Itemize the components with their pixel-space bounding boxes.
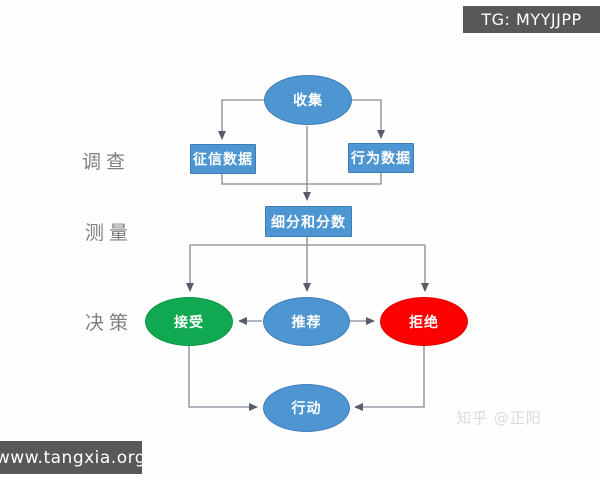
node-action-label: 行动 bbox=[291, 401, 322, 417]
stage-label-decision: 决策 bbox=[85, 312, 134, 334]
node-recommend: 推荐 bbox=[263, 297, 350, 346]
node-segment-score-label: 细分和分数 bbox=[271, 214, 346, 231]
node-behavior-data: 行为数据 bbox=[348, 143, 414, 173]
telegram-watermark-badge: TG: MYYJJPP bbox=[463, 6, 600, 33]
site-url-badge: www.tangxia.org bbox=[0, 441, 146, 474]
zhihu-author-watermark: 知乎 @正阳 bbox=[456, 409, 542, 427]
node-credit-data: 征信数据 bbox=[190, 144, 256, 174]
node-recommend-label: 推荐 bbox=[291, 314, 322, 331]
node-behavior-data-label: 行为数据 bbox=[351, 151, 411, 167]
node-collect-label: 收集 bbox=[293, 93, 323, 109]
node-accept-label: 接受 bbox=[174, 314, 204, 331]
node-reject-label: 拒绝 bbox=[409, 314, 439, 331]
node-credit-data-label: 征信数据 bbox=[193, 152, 253, 168]
stage-label-survey: 调查 bbox=[82, 151, 131, 173]
node-accept: 接受 bbox=[145, 297, 233, 346]
node-reject: 拒绝 bbox=[380, 297, 468, 346]
stage-label-measure: 测量 bbox=[85, 222, 134, 244]
node-segment-score: 细分和分数 bbox=[265, 206, 352, 237]
node-action: 行动 bbox=[263, 384, 350, 432]
node-collect: 收集 bbox=[264, 75, 352, 125]
